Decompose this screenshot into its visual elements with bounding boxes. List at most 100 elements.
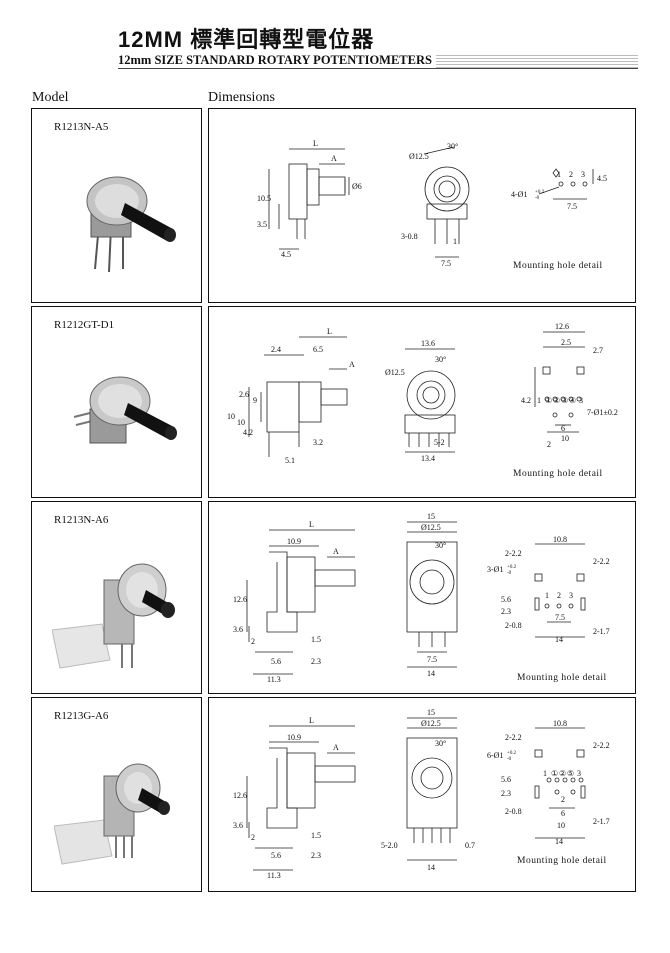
dimension-label: 3.2 bbox=[313, 438, 323, 447]
dimension-label: 12.6 bbox=[555, 322, 569, 331]
dimension-label: 4.2 bbox=[243, 428, 253, 437]
dimension-label: 14 bbox=[427, 669, 435, 678]
dimension-label: ⑤ bbox=[567, 769, 574, 778]
dimension-label: 30° bbox=[447, 142, 458, 151]
potentiometer-photo bbox=[52, 563, 175, 669]
dimension-label: 2 bbox=[561, 795, 565, 804]
dimension-label: 30° bbox=[435, 355, 446, 364]
model-cell: R1213N-A5 bbox=[31, 108, 202, 303]
dimension-label: A bbox=[333, 743, 339, 752]
dimension-label: 1 bbox=[543, 769, 547, 778]
dimension-label: 2 bbox=[557, 591, 561, 600]
dimension-label: Ø12.5 bbox=[409, 152, 429, 161]
dimension-label: 10.9 bbox=[287, 537, 301, 546]
dimension-label: 5.6 bbox=[271, 851, 281, 860]
dimension-label: 11.3 bbox=[267, 675, 281, 684]
dimension-label: 11.3 bbox=[267, 871, 281, 880]
dimension-label: 2.4 bbox=[271, 345, 281, 354]
dimension-label: 3.6 bbox=[233, 821, 243, 830]
dimension-label: 10.9 bbox=[287, 733, 301, 742]
dimension-label: 10 bbox=[227, 412, 235, 421]
dimension-label: ① bbox=[551, 769, 558, 778]
dimension-label: 4.5 bbox=[281, 250, 291, 259]
dimension-label: 3 bbox=[579, 396, 583, 405]
potentiometer-photo bbox=[54, 763, 170, 865]
model-label: R1212GT-D1 bbox=[54, 319, 115, 331]
dimension-drawing: L A 30° Ø12.5 10.5 3.5 Ø6 4.5 3-0.8 1 7.… bbox=[257, 139, 607, 268]
dimension-label: 30° bbox=[435, 739, 446, 748]
dimension-label: -0 bbox=[507, 571, 512, 576]
dimension-label: 14 bbox=[555, 635, 563, 644]
dimension-label: 30° bbox=[435, 541, 446, 550]
dimension-label: 7.5 bbox=[567, 202, 577, 211]
dimension-label: -0 bbox=[535, 196, 540, 201]
dimension-label: L bbox=[313, 139, 318, 148]
dimension-label: 1.5 bbox=[311, 831, 321, 840]
dimension-label: 2.3 bbox=[311, 657, 321, 666]
dimension-label: 2.5 bbox=[561, 338, 571, 347]
dimension-label: 2.6 bbox=[239, 390, 249, 399]
dimension-label: 2-0.8 bbox=[505, 621, 522, 630]
dimension-label: 2-2.2 bbox=[505, 733, 522, 742]
dimension-label: 7.5 bbox=[427, 655, 437, 664]
dimension-label: 4-Ø1 bbox=[511, 190, 527, 199]
dimension-label: 7.5 bbox=[441, 259, 451, 268]
dimension-cell: L 10.9 A 15 Ø12.5 30° 12.6 3.6 2 1.5 5.6… bbox=[208, 501, 636, 694]
dimension-label: 6 bbox=[561, 809, 565, 818]
dimension-label: L bbox=[327, 327, 332, 336]
dimension-label: 7-Ø1±0.2 bbox=[587, 408, 618, 417]
dimension-label: 10.5 bbox=[257, 194, 271, 203]
dimension-label: 10 bbox=[561, 434, 569, 443]
dimension-label: ④ bbox=[569, 396, 576, 405]
dimension-label: 3-0.8 bbox=[401, 232, 418, 241]
model-column-header: Model bbox=[32, 90, 69, 105]
dimension-label: Ø12.5 bbox=[421, 523, 441, 532]
model-label: R1213G-A6 bbox=[54, 710, 109, 722]
dimension-label: 5-2 bbox=[434, 438, 445, 447]
dimension-label: 5.6 bbox=[501, 775, 511, 784]
dimension-label: 10 bbox=[557, 821, 565, 830]
dimension-label: 10.8 bbox=[553, 535, 567, 544]
dimension-cell: L A 30° Ø12.5 10.5 3.5 Ø6 4.5 3-0.8 1 7.… bbox=[208, 108, 636, 303]
dimension-label: A bbox=[349, 360, 355, 369]
dimensions-column-header: Dimensions bbox=[208, 90, 275, 105]
dimension-label: 12.6 bbox=[233, 791, 247, 800]
dimension-label: 1 bbox=[545, 591, 549, 600]
dimension-label: 15 bbox=[427, 512, 435, 521]
dimension-label: 5.6 bbox=[271, 657, 281, 666]
dimension-label: 3.6 bbox=[233, 625, 243, 634]
model-label: R1213N-A5 bbox=[54, 121, 109, 133]
dimension-label: 3 bbox=[581, 170, 585, 179]
dimension-label: 1 bbox=[537, 396, 541, 405]
dimension-label: 1 bbox=[453, 237, 457, 246]
dimension-label: 2-2.2 bbox=[505, 549, 522, 558]
dimension-label: 6.5 bbox=[313, 345, 323, 354]
dimension-cell: L 10.9 A 15 Ø12.5 30° 12.6 3.6 2 1.5 5.6… bbox=[208, 697, 636, 892]
dimension-label: 6 bbox=[561, 424, 565, 433]
dimension-label: 2.3 bbox=[501, 789, 511, 798]
model-cell: R1213N-A6 bbox=[31, 501, 202, 694]
dimension-label: 5.6 bbox=[501, 595, 511, 604]
dimension-label: 2-1.7 bbox=[593, 627, 610, 636]
dimension-label: 2-2.2 bbox=[593, 741, 610, 750]
dimension-label: L bbox=[309, 520, 314, 529]
dimension-label: 13.4 bbox=[421, 454, 435, 463]
dimension-label: 2 bbox=[251, 833, 255, 842]
page-subtitle: 12mm SIZE STANDARD ROTARY POTENTIOMETERS bbox=[118, 53, 436, 68]
dimension-label: Ø12.5 bbox=[421, 719, 441, 728]
dimension-label: 3-Ø1 bbox=[487, 565, 503, 574]
dimension-label: 3 bbox=[577, 769, 581, 778]
dimension-drawing: L 10.9 A 15 Ø12.5 30° 12.6 3.6 2 1.5 5.6… bbox=[233, 512, 610, 684]
dimension-label: 2 bbox=[569, 170, 573, 179]
dimension-label: +0.2 bbox=[535, 190, 545, 195]
mounting-hole-caption: Mounting hole detail bbox=[517, 673, 607, 683]
dimension-label: 13.6 bbox=[421, 339, 435, 348]
dimension-label: 4.2 bbox=[521, 396, 531, 405]
dimension-label: +0.2 bbox=[507, 751, 517, 756]
potentiometer-photo bbox=[73, 376, 177, 444]
dimension-drawing: L 10.9 A 15 Ø12.5 30° 12.6 3.6 2 1.5 5.6… bbox=[233, 708, 610, 880]
dimension-label: 12.6 bbox=[233, 595, 247, 604]
dimension-label: 7.5 bbox=[555, 613, 565, 622]
dimension-label: 10.8 bbox=[553, 719, 567, 728]
dimension-label: L bbox=[309, 716, 314, 725]
